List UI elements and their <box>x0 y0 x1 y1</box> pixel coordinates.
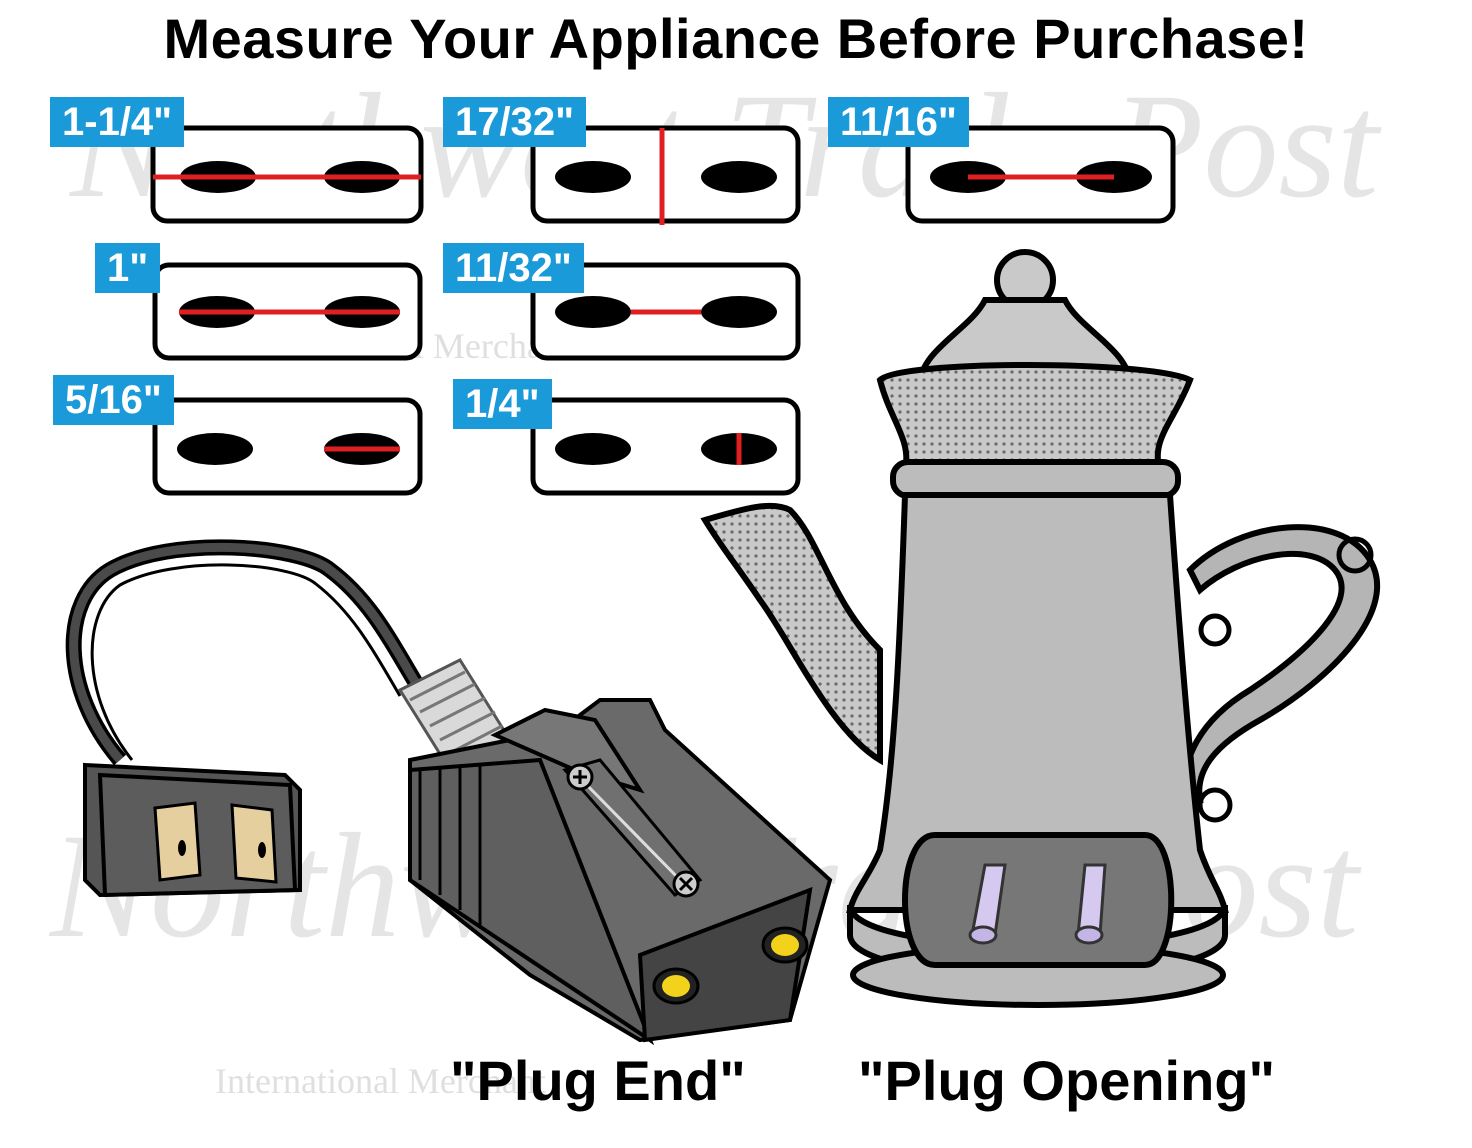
power-cord <box>65 539 427 766</box>
coffee-pot <box>700 249 1380 1008</box>
measure-label-5-16: 5/16" <box>53 375 174 425</box>
measure-diagram-5-16 <box>152 397 423 496</box>
appliance-plug <box>408 698 833 1046</box>
measure-label-11-16: 11/16" <box>828 97 969 147</box>
plug-opening-pins <box>968 863 1107 945</box>
caption-plug-end: "Plug End" <box>450 1049 746 1112</box>
measure-diagram-11-16 <box>905 125 1176 224</box>
measure-diagram-1 <box>152 262 423 361</box>
page-title: Measure Your Appliance Before Purchase! <box>163 7 1309 70</box>
measure-diagram-17-32 <box>530 125 801 225</box>
measure-label-11-32: 11/32" <box>443 243 584 293</box>
caption-plug-opening: "Plug Opening" <box>858 1049 1276 1112</box>
measure-label-1-1-4: 1-1/4" <box>50 97 185 147</box>
measure-label-1: 1" <box>95 243 161 293</box>
measure-diagram-1-1-4 <box>150 125 424 224</box>
measure-label-17-32: 17/32" <box>443 97 587 147</box>
measure-diagram-1-4 <box>530 397 801 496</box>
wall-plug <box>83 762 302 898</box>
measure-label-1-4: 1/4" <box>453 379 552 429</box>
measure-diagram-11-32 <box>530 262 801 361</box>
